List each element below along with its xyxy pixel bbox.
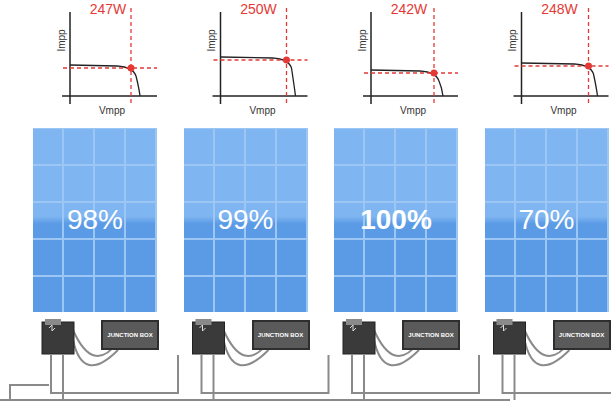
power-value: 248W [541, 1, 578, 17]
mpp-current-line [63, 67, 157, 68]
box-label: JUNCTION BOX [408, 332, 453, 338]
iv-curve [221, 57, 296, 96]
output-wire [51, 355, 178, 393]
x-axis [62, 95, 157, 97]
iv-curve [522, 63, 598, 96]
box-label: JUNCTION BOX [559, 332, 604, 338]
mpp-dot [431, 70, 438, 77]
junction-box: JUNCTION BOX [252, 320, 310, 350]
y-axis [370, 12, 372, 104]
mpp-dot [283, 57, 290, 64]
box-label: JUNCTION BOX [107, 332, 152, 338]
x-axis [514, 95, 609, 97]
optimizer-clip [196, 319, 212, 325]
axis-label: Impp [356, 29, 367, 51]
optimizer-clip [346, 319, 362, 325]
mpp-dot [585, 63, 592, 70]
optimizer-clip [45, 319, 61, 325]
solar-panel: 70% [485, 128, 609, 312]
iv-curve [70, 65, 140, 96]
output-wire [202, 355, 329, 393]
mpp-dot [128, 65, 135, 72]
axis-label: Impp [55, 29, 66, 51]
mpp-voltage-line [130, 8, 131, 104]
optimizer-box [193, 322, 225, 354]
junction-box: JUNCTION BOX [553, 320, 611, 350]
y-axis [220, 12, 222, 104]
string-wire [514, 355, 516, 400]
power-value: 247W [90, 1, 127, 17]
x-axis [363, 95, 458, 97]
mpp-voltage-line [588, 8, 589, 104]
string-wire [62, 355, 64, 400]
axis-label: Vmpp [399, 105, 427, 116]
efficiency-value: 70% [518, 204, 574, 236]
optimizer-clip [497, 319, 513, 325]
optimizer-logo [49, 325, 55, 331]
iv-curve [371, 70, 443, 96]
optimizer-box [494, 322, 526, 354]
junction-box: JUNCTION BOX [101, 320, 159, 350]
x-axis [213, 95, 308, 97]
solar-panel: 100% [334, 128, 458, 312]
optimizer-box [42, 322, 74, 354]
y-axis [69, 12, 71, 104]
efficiency-value: 98% [67, 204, 123, 236]
efficiency-value: 99% [217, 204, 273, 236]
optimizer-logo [200, 325, 206, 331]
junction-box: JUNCTION BOX [402, 320, 460, 350]
efficiency-value: 100% [360, 204, 432, 236]
bus-wire [0, 399, 510, 401]
box-label: JUNCTION BOX [258, 332, 303, 338]
mpp-current-line [515, 65, 609, 66]
optimizer-logo [350, 325, 356, 331]
mpp-voltage-line [433, 8, 434, 104]
axis-label: Impp [206, 29, 217, 51]
wire [10, 385, 49, 400]
optimizer-logo [501, 325, 507, 331]
mpp-voltage-line [286, 8, 287, 104]
solar-panel: 98% [33, 128, 157, 312]
optimizer-box [343, 322, 375, 354]
power-value: 242W [391, 1, 428, 17]
solar-panel: 99% [184, 128, 308, 312]
axis-label: Impp [507, 29, 518, 51]
mpp-current-line [364, 72, 458, 73]
mpp-current-line [214, 59, 308, 60]
axis-label: Vmpp [248, 105, 276, 116]
string-wire [363, 355, 365, 400]
axis-label: Vmpp [549, 105, 577, 116]
string-wire [213, 355, 215, 400]
output-wire [352, 355, 479, 393]
axis-label: Vmpp [98, 105, 126, 116]
power-value: 250W [240, 1, 277, 17]
y-axis [521, 12, 523, 104]
